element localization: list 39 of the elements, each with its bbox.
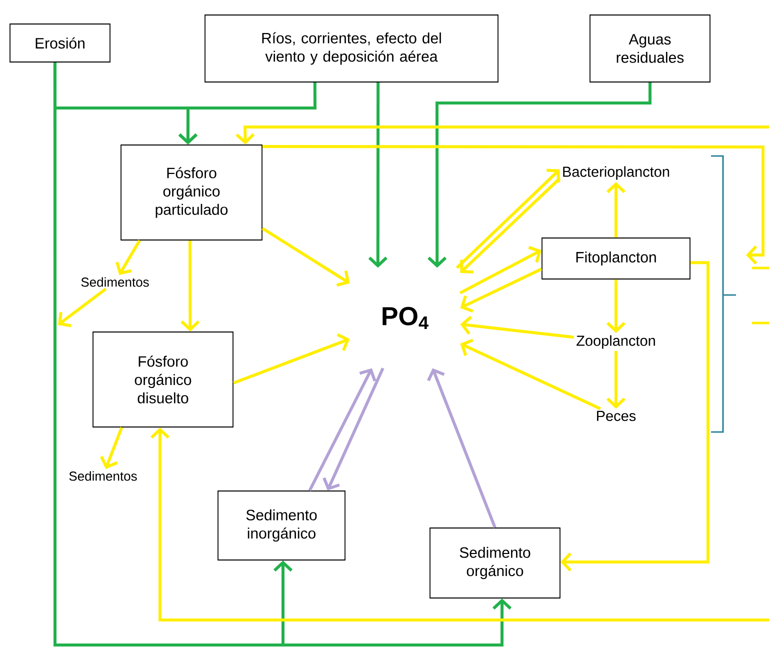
arrow [560, 261, 710, 572]
arrow [262, 144, 764, 265]
arrow [322, 368, 384, 491]
arrow [460, 338, 602, 410]
arrow [100, 426, 124, 470]
compartment-box: Fitoplancton [542, 238, 690, 280]
arrow [150, 427, 769, 622]
arrow [116, 240, 141, 276]
arrow [53, 62, 512, 646]
arrow [460, 268, 542, 313]
compartment-label: Bacterioplancton [563, 166, 670, 180]
compartment-box: Sedimento inorgánico [218, 490, 346, 560]
arrow [308, 368, 376, 492]
arrow [460, 246, 542, 294]
arrow [236, 126, 769, 145]
compartment-label: Sedimentos [81, 277, 149, 287]
arrow [456, 168, 560, 269]
compartment-label: PO$_{4}$ [382, 306, 428, 330]
arrow [606, 182, 626, 238]
compartment-box: Ríos, corrientes, efecto del viento y deposición aérea [204, 14, 498, 82]
compartment-label: Zooplancton [576, 335, 655, 349]
compartment-box: Fósforo orgánico particulado [120, 144, 262, 240]
arrow [180, 240, 200, 332]
arrow [427, 368, 496, 528]
compartment-box: Fósforo orgánico disuelto [92, 332, 234, 428]
arrow [262, 227, 350, 287]
arrow [460, 316, 574, 339]
arrow [58, 288, 107, 328]
arrow [606, 350, 626, 409]
compartment-label: Sedimentos [69, 471, 137, 481]
arrow [368, 82, 388, 268]
compartment-box: Sedimento orgánico [430, 528, 560, 598]
arrow [606, 279, 626, 334]
compartment-box: Erosión [10, 24, 110, 62]
arrow [460, 177, 561, 274]
arrow [232, 333, 350, 384]
compartment-label: Peces [597, 410, 636, 422]
arrow [428, 82, 652, 268]
compartment-box: Aguas residuales [590, 14, 710, 82]
